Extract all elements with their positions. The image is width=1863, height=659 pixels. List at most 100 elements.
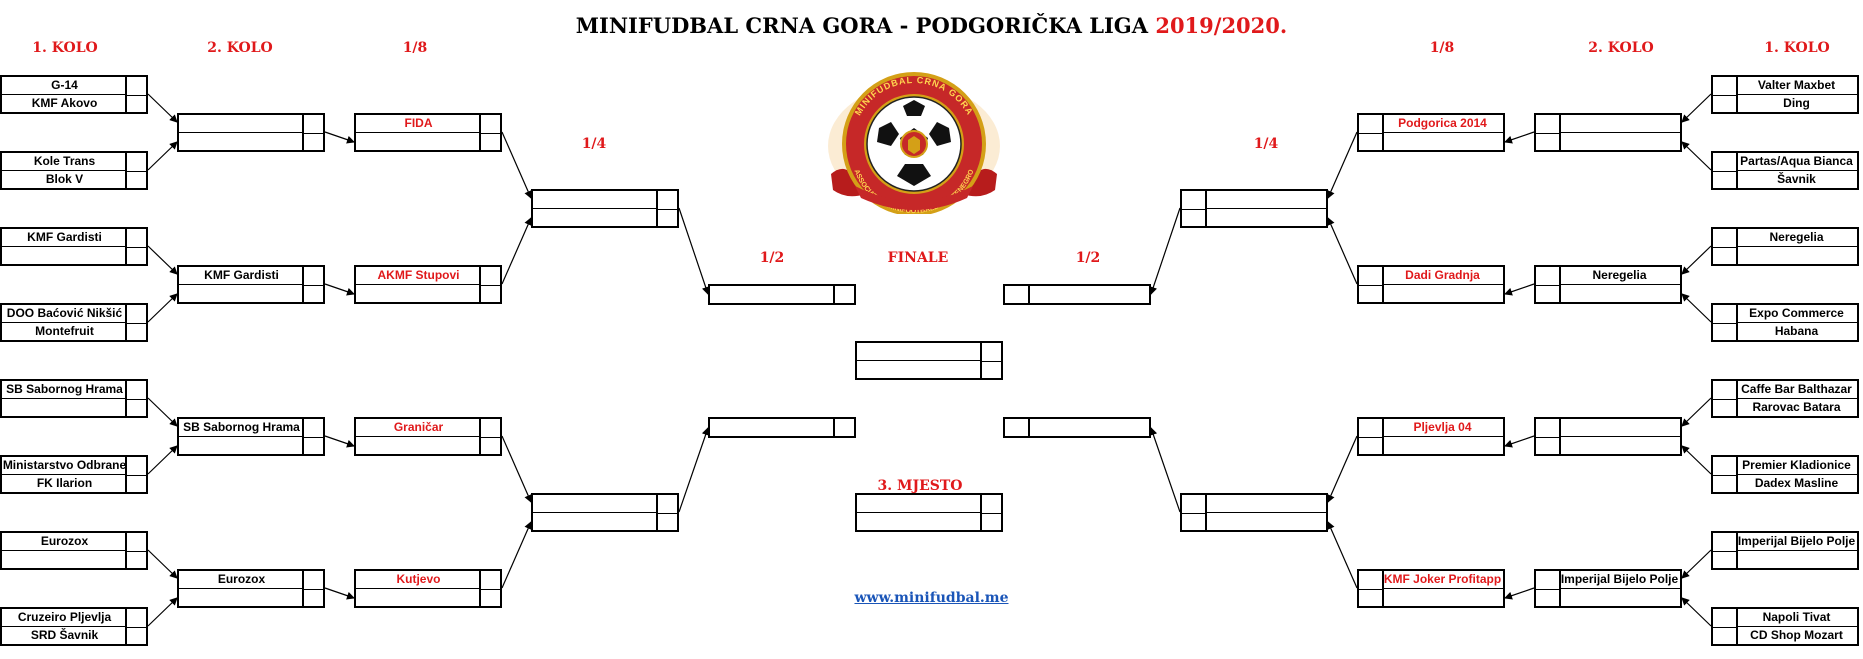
team-slot: FK Ilarion [36,475,93,490]
bracket-connector-arrow [1681,93,1712,123]
team-slot-empty [1205,209,1326,227]
match-box-kolo1-left-7: Eurozox [0,531,148,570]
team-slot [1736,247,1857,265]
team-slot [2,399,127,417]
bracket-connector-arrow [501,217,532,285]
header-kolo2-right: 2. KOLO [1588,40,1654,56]
team-slot: SB Sabornog Hrama [2,381,127,399]
bracket-connector-arrow [1149,207,1181,295]
team-slot [179,115,304,133]
team-slot: Blok V [45,171,84,186]
bracket-connector-arrow [1327,131,1358,199]
header-finale: FINALE [887,250,949,266]
match-box-kolo2-right-1 [1534,113,1682,152]
bracket-connector-arrow [1327,435,1358,503]
match-box-kolo1-left-6: Ministarstvo Odbrane FK Ilarion [0,455,148,494]
score-cell [125,77,146,112]
score-cell [1359,115,1384,150]
header-r16-left: 1/8 [402,40,428,56]
match-box-kolo1-left-8: Cruzeiro Pljevlja SRD Šavnik [0,607,148,646]
team-slot: KMF Akovo [31,95,98,110]
team-slot-empty [356,133,481,151]
bracket-connector-arrow [1681,549,1712,579]
bracket-connector-arrow [678,427,710,513]
bracket-connector-arrow [1504,131,1535,144]
team-slot: Neregelia [1559,267,1680,285]
score-cell [302,267,323,302]
title-season: 2019/2020. [1155,13,1288,38]
score-cell [302,115,323,150]
score-cell [1713,77,1738,112]
header-third-place: 3. MJESTO [877,478,963,494]
match-box-qf-right-2 [1180,493,1328,532]
bracket-connector-arrow [147,445,178,475]
score-cell [1536,267,1561,302]
team-slot-empty [1559,285,1680,303]
team-slot-empty [1205,495,1326,513]
header-sf-right: 1/2 [1075,250,1101,266]
page-title: MINIFUDBAL CRNA GORA - PODGORIČKA LIGA 2… [0,13,1863,38]
match-box-sf-right-2 [1003,417,1151,438]
score-cell [1713,609,1738,644]
match-box-kolo2-left-1 [177,113,325,152]
bracket-connector-arrow [147,397,178,427]
score-cell [1359,571,1384,606]
team-slot: SRD Šavnik [30,627,99,642]
match-box-kolo2-left-4: Eurozox [177,569,325,608]
title-text: MINIFUDBAL CRNA GORA - PODGORIČKA LIGA [575,13,1149,38]
match-box-kolo1-left-1: G-14 KMF Akovo [0,75,148,114]
header-sf-left: 1/2 [759,250,785,266]
score-cell [1182,191,1207,226]
bracket-connector-arrow [147,245,178,275]
team-slot-empty [857,495,982,513]
team-slot [1559,419,1680,437]
match-box-kolo1-left-5: SB Sabornog Hrama [0,379,148,418]
team-slot-empty [533,513,658,531]
team-slot-empty [1559,437,1680,455]
match-box-kolo1-left-4: DOO Baćović Nikšić Montefruit [0,303,148,342]
team-slot-empty [1205,191,1326,209]
team-slot: Expo Commerce [1736,305,1857,323]
score-cell [1713,381,1738,416]
score-cell [125,229,146,264]
bracket-connector-arrow [324,131,355,144]
score-cell [656,191,677,226]
team-slot: Rarovac Batara [1752,399,1841,414]
score-cell [479,115,500,150]
score-cell [1005,286,1030,303]
team-slot-empty [179,285,304,303]
match-box-r16-right-3: Pljevlja 04 [1357,417,1505,456]
score-cell [1536,419,1561,454]
match-box-kolo1-right-8: Napoli Tivat CD Shop Mozart [1711,607,1859,646]
score-cell [302,571,323,606]
bracket-connector-arrow [501,131,532,199]
match-box-kolo2-right-4: Imperijal Bijelo Polje [1534,569,1682,608]
team-slot: Imperijal Bijelo Polje [1559,571,1680,589]
score-cell [302,419,323,454]
match-box-r16-right-1: Podgorica 2014 [1357,113,1505,152]
score-cell [125,533,146,568]
header-kolo1-left: 1. KOLO [32,40,98,56]
score-cell [1713,533,1738,568]
team-slot: Montefruit [35,323,94,338]
match-box-r16-right-4: KMF Joker Profitapp [1357,569,1505,608]
team-slot-empty [1382,285,1503,303]
bracket-connector-arrow [324,283,355,296]
team-slot: Ministarstvo Odbrane [2,457,127,475]
match-box-qf-right-1 [1180,189,1328,228]
match-box-qf-left-1 [531,189,679,228]
bracket-connector-arrow [501,521,532,589]
bracket-connector-arrow [1504,435,1535,448]
bracket-connector-arrow [1681,445,1712,475]
team-slot-empty [533,191,658,209]
score-cell [125,381,146,416]
team-slot-empty [356,437,481,455]
header-qf-left: 1/4 [581,136,607,152]
score-cell [125,305,146,340]
team-slot: CD Shop Mozart [1750,627,1843,642]
team-slot: Premier Kladionice [1736,457,1857,475]
website-link[interactable]: www.minifudbal.me [854,590,1009,606]
match-box-sf-left-1 [708,284,856,305]
team-slot: DOO Baćović Nikšić [2,305,127,323]
match-box-sf-left-2 [708,417,856,438]
